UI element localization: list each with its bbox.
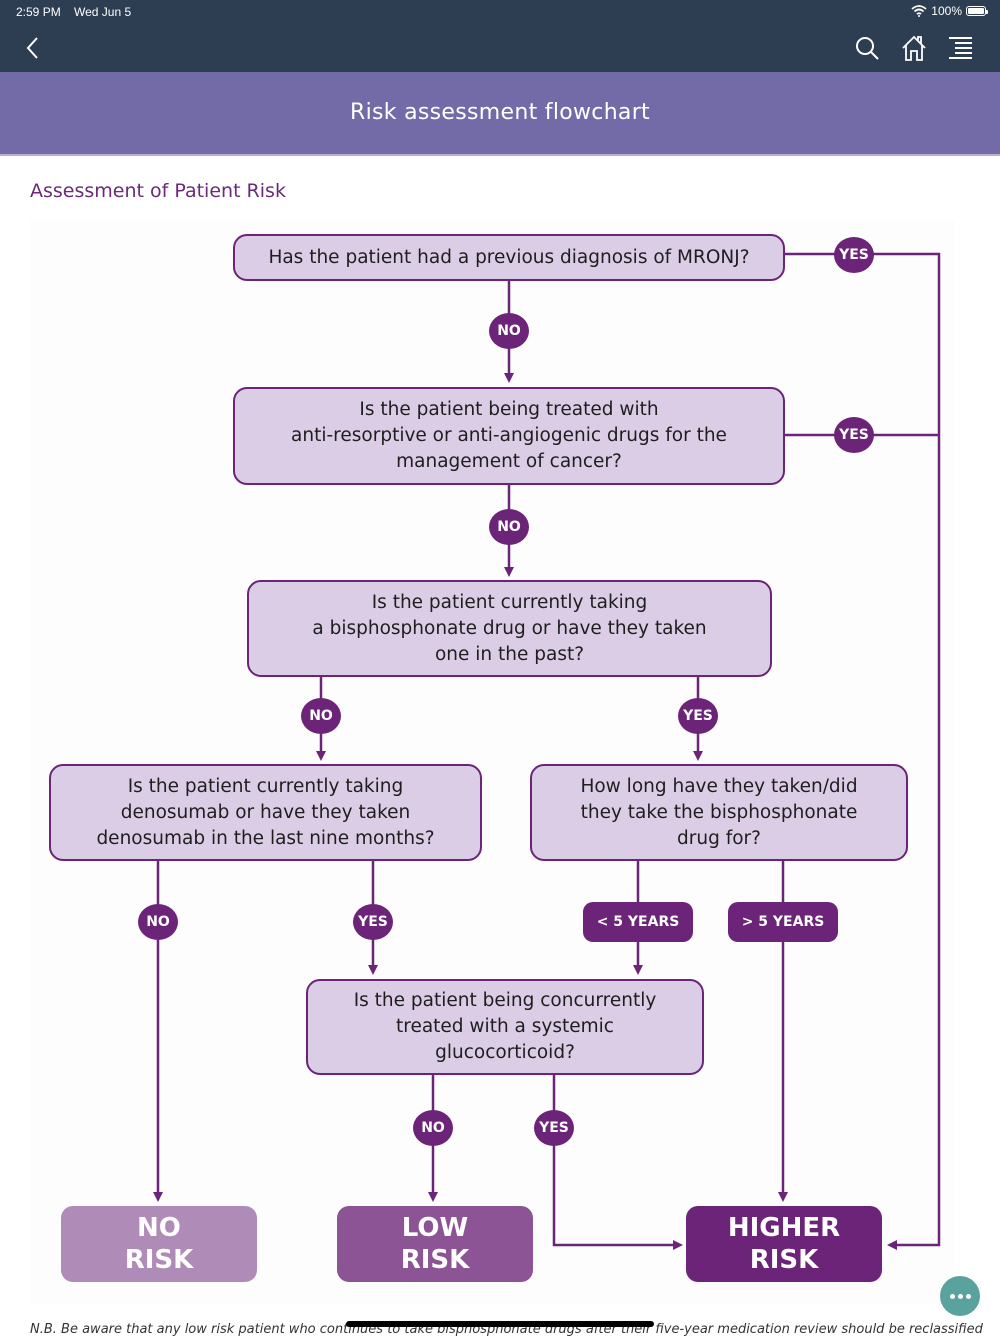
answer-q6-yes: YES [534, 1110, 574, 1146]
search-button[interactable] [851, 32, 883, 64]
answer-q4-yes: YES [353, 904, 393, 940]
page-title: Risk assessment flowchart [350, 100, 650, 125]
connector-q6-yes [552, 1074, 683, 1250]
question-box-cancer-drugs: Is the patient being treated with anti-r… [233, 387, 785, 485]
nav-bar [0, 24, 1000, 72]
more-options-icon-dot [965, 1293, 971, 1299]
answer-q2-yes: YES [834, 417, 874, 453]
status-bar: 2:59 PM Wed Jun 5 100% [0, 0, 1000, 24]
back-chevron-icon [26, 37, 38, 59]
status-time: 2:59 PM [16, 5, 61, 19]
battery-icon [966, 6, 988, 16]
question-box-bisphosphonate: Is the patient currently taking a bispho… [247, 580, 772, 677]
answer-q4-no: NO [138, 904, 178, 940]
status-date: Wed Jun 5 [74, 5, 132, 19]
connector-q1-yes [784, 252, 941, 1250]
answer-q3-no: NO [301, 698, 341, 734]
outcome-low-risk: LOW RISK [337, 1206, 533, 1282]
footnote: N.B. Be aware that any low risk patient … [30, 1322, 983, 1337]
answer-q3-yes: YES [678, 698, 718, 734]
question-box-denosumab: Is the patient currently taking denosuma… [49, 764, 482, 861]
answer-q5-more-than-5-years: > 5 YEARS [728, 902, 838, 942]
search-icon [856, 37, 879, 60]
outcome-higher-risk: HIGHER RISK [686, 1206, 882, 1282]
answer-q5-less-than-5-years: < 5 YEARS [583, 902, 693, 942]
question-box-mronj: Has the patient had a previous diagnosis… [233, 234, 785, 281]
battery-percent: 100% [931, 4, 962, 18]
answer-q1-no: NO [489, 313, 529, 349]
home-indicator[interactable] [346, 1321, 654, 1327]
answer-q1-yes: YES [834, 237, 874, 273]
question-box-glucocorticoid: Is the patient being concurrently treate… [306, 979, 704, 1075]
answer-q6-no: NO [413, 1110, 453, 1146]
more-options-button[interactable] [940, 1276, 980, 1316]
title-bar: Risk assessment flowchart [0, 72, 1000, 156]
more-options-icon-dot [957, 1293, 963, 1299]
question-box-duration: How long have they taken/did they take t… [530, 764, 908, 861]
answer-q2-no: NO [489, 509, 529, 545]
home-button[interactable] [898, 32, 930, 64]
wifi-icon [911, 5, 927, 17]
more-options-icon [949, 1293, 955, 1299]
menu-icon [949, 37, 972, 59]
home-icon [902, 35, 926, 61]
status-right: 100% [911, 4, 988, 18]
menu-button[interactable] [944, 32, 976, 64]
back-button[interactable] [18, 32, 50, 64]
section-title: Assessment of Patient Risk [30, 180, 286, 202]
outcome-no-risk: NO RISK [61, 1206, 257, 1282]
